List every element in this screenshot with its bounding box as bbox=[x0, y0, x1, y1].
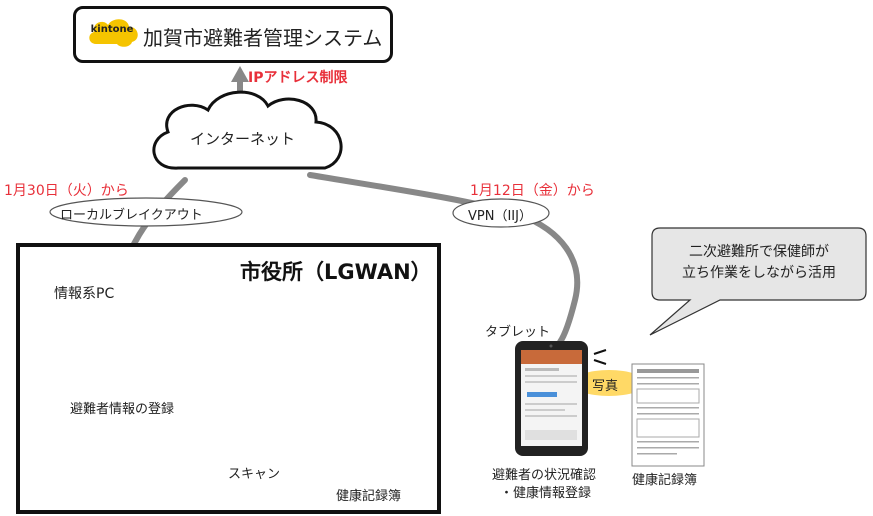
camera-flash-icon bbox=[593, 349, 607, 365]
tablet-caption-line-1: 避難者の状況確認 bbox=[492, 468, 597, 483]
tablet-label: タブレット bbox=[485, 325, 551, 340]
cloud-shape bbox=[152, 90, 343, 170]
right-start-date: 1月12日（金）から bbox=[470, 183, 595, 199]
kintone-logo-text: kintone bbox=[90, 24, 134, 35]
kintone-logo-icon bbox=[89, 19, 138, 47]
bubble-line-2: 立ち作業をしながら活用 bbox=[682, 265, 836, 281]
ip-restriction-label: IPアドレス制限 bbox=[248, 70, 348, 86]
pc-label: 情報系PC bbox=[54, 286, 115, 302]
city-health-record-label: 健康記録簿 bbox=[336, 489, 402, 504]
city-hall-box bbox=[16, 243, 441, 514]
field-health-record-label: 健康記録簿 bbox=[632, 473, 698, 488]
internet-cloud-label: インターネット bbox=[190, 130, 296, 148]
speech-bubble bbox=[649, 227, 867, 336]
tablet-icon bbox=[515, 341, 588, 456]
local-breakout-label: ローカルブレイクアウト bbox=[60, 208, 203, 223]
city-hall-title: 市役所（LGWAN） bbox=[240, 260, 432, 284]
ellipse-vpn bbox=[452, 198, 550, 228]
vpn-label: VPN（IIJ） bbox=[468, 209, 532, 224]
photo-label: 写真 bbox=[592, 379, 619, 394]
left-start-date: 1月30日（火）から bbox=[4, 183, 129, 199]
system-name: 加賀市避難者管理システム bbox=[143, 26, 383, 50]
pc-caption: 避難者情報の登録 bbox=[70, 402, 175, 417]
arrow-head-up bbox=[231, 66, 249, 82]
tablet-caption-line-2: ・健康情報登録 bbox=[500, 486, 592, 501]
scan-label: スキャン bbox=[228, 467, 281, 482]
health-record-doc-right bbox=[631, 363, 705, 467]
connector-cloud-to-tablet bbox=[307, 172, 581, 345]
ellipse-local-breakout bbox=[49, 197, 243, 227]
photo-label-shape bbox=[572, 370, 646, 396]
bubble-line-1: 二次避難所で保健師が bbox=[689, 244, 829, 260]
